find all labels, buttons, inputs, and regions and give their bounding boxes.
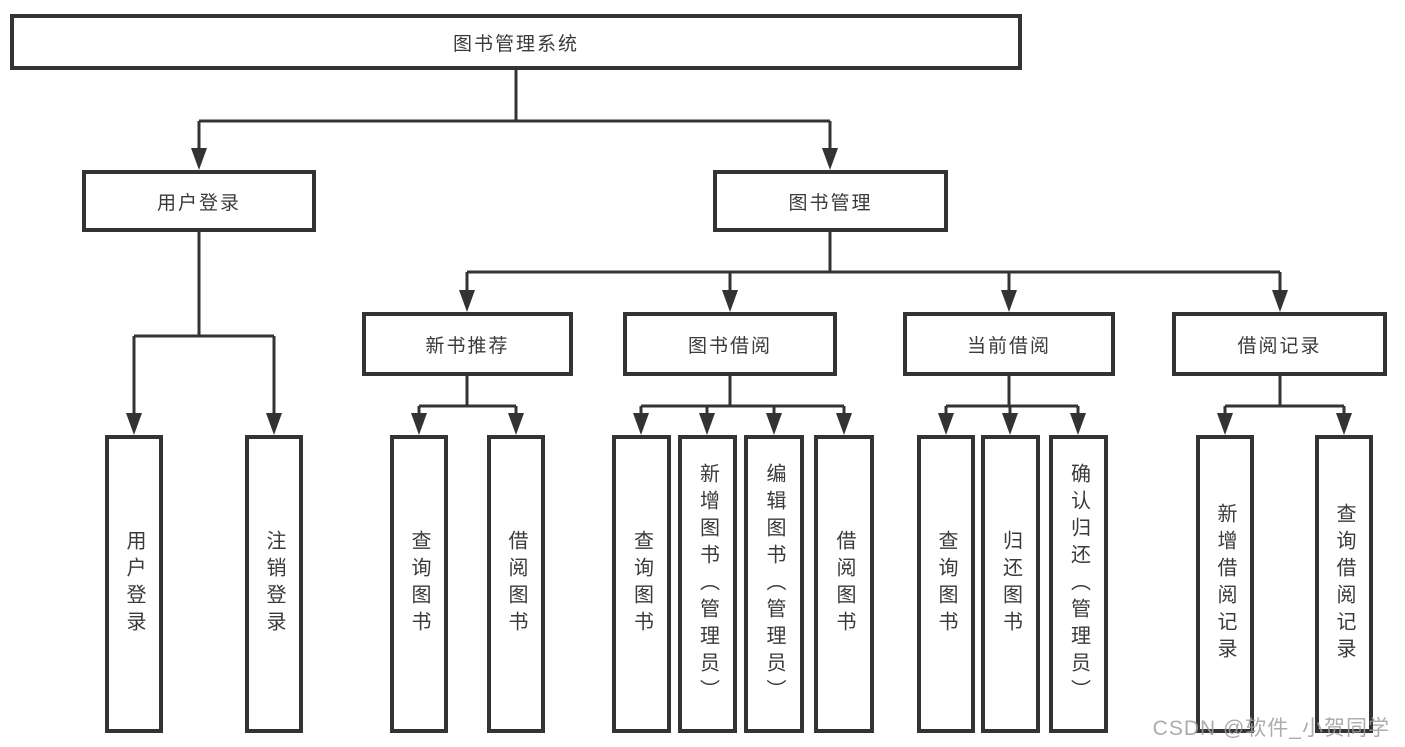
node-book-borrow-label: 图书借阅	[687, 335, 772, 357]
connector-root-to-level2	[191, 70, 838, 170]
connector-borrow-records-to-leaves	[1217, 376, 1352, 435]
node-book-management: 图书管理	[713, 170, 948, 232]
arrow-down-icon	[722, 290, 738, 312]
arrow-down-icon	[1002, 413, 1018, 435]
arrow-down-icon	[126, 413, 142, 435]
leaf-logout-label: 注销登录	[263, 530, 285, 638]
arrow-down-icon	[1336, 413, 1352, 435]
leaf-return-book: 归还图书	[981, 435, 1040, 733]
leaf-add-book-admin-label: 新增图书（管理员）	[696, 462, 719, 706]
leaf-borrow-books-recommend: 借阅图书	[487, 435, 545, 733]
arrow-down-icon	[1070, 413, 1086, 435]
node-borrow-records: 借阅记录	[1172, 312, 1387, 376]
arrow-down-icon	[191, 148, 207, 170]
arrow-down-icon	[699, 413, 715, 435]
node-borrow-records-label: 借阅记录	[1237, 335, 1322, 357]
connector-current-borrow-to-leaves	[938, 376, 1086, 435]
arrow-down-icon	[1272, 290, 1288, 312]
leaf-confirm-return-admin-label: 确认归还（管理员）	[1067, 462, 1090, 706]
arrow-down-icon	[938, 413, 954, 435]
leaf-query-books-recommend: 查询图书	[390, 435, 448, 733]
arrow-down-icon	[508, 413, 524, 435]
leaf-query-books-borrow-label: 查询图书	[630, 530, 653, 638]
arrow-down-icon	[1217, 413, 1233, 435]
leaf-add-borrow-record-label: 新增借阅记录	[1214, 503, 1236, 665]
node-user-login: 用户登录	[82, 170, 316, 232]
connector-book-borrow-to-leaves	[633, 376, 852, 435]
node-current-borrow-label: 当前借阅	[966, 335, 1051, 357]
node-user-login-label: 用户登录	[156, 192, 241, 214]
leaf-user-login: 用户登录	[105, 435, 163, 733]
leaf-borrow-books-borrow-label: 借阅图书	[833, 530, 855, 638]
node-new-book-recommend-label: 新书推荐	[425, 335, 510, 357]
arrow-down-icon	[836, 413, 852, 435]
connector-user-login-to-leaves	[126, 232, 282, 435]
leaf-query-books-borrow: 查询图书	[612, 435, 671, 733]
node-new-book-recommend: 新书推荐	[362, 312, 573, 376]
leaf-query-borrow-record-label: 查询借阅记录	[1333, 503, 1355, 665]
leaf-user-login-label: 用户登录	[123, 530, 145, 638]
leaf-edit-book-admin-label: 编辑图书（管理员）	[763, 462, 785, 706]
leaf-add-book-admin: 新增图书（管理员）	[678, 435, 737, 733]
leaf-confirm-return-admin: 确认归还（管理员）	[1049, 435, 1108, 733]
arrow-down-icon	[411, 413, 427, 435]
leaf-query-books-current-label: 查询图书	[935, 530, 957, 638]
node-current-borrow: 当前借阅	[903, 312, 1115, 376]
connector-book-management-to-level3	[459, 232, 1288, 312]
leaf-query-books-recommend-label: 查询图书	[408, 530, 430, 638]
arrow-down-icon	[822, 148, 838, 170]
leaf-borrow-books-borrow: 借阅图书	[814, 435, 874, 733]
node-root-label: 图书管理系统	[452, 33, 579, 55]
arrow-down-icon	[633, 413, 649, 435]
leaf-return-book-label: 归还图书	[999, 530, 1022, 638]
csdn-watermark: CSDN @软件_小贺同学	[1152, 717, 1390, 740]
leaf-logout: 注销登录	[245, 435, 303, 733]
arrow-down-icon	[1001, 290, 1017, 312]
connector-new-book-recommend-to-leaves	[411, 376, 524, 435]
node-book-borrow: 图书借阅	[623, 312, 837, 376]
node-book-management-label: 图书管理	[788, 192, 873, 214]
leaf-query-borrow-record: 查询借阅记录	[1315, 435, 1373, 733]
leaf-borrow-books-recommend-label: 借阅图书	[505, 530, 527, 638]
arrow-down-icon	[459, 290, 475, 312]
node-root: 图书管理系统	[10, 14, 1022, 70]
arrow-down-icon	[766, 413, 782, 435]
leaf-add-borrow-record: 新增借阅记录	[1196, 435, 1254, 733]
leaf-edit-book-admin: 编辑图书（管理员）	[744, 435, 804, 733]
arrow-down-icon	[266, 413, 282, 435]
leaf-query-books-current: 查询图书	[917, 435, 975, 733]
